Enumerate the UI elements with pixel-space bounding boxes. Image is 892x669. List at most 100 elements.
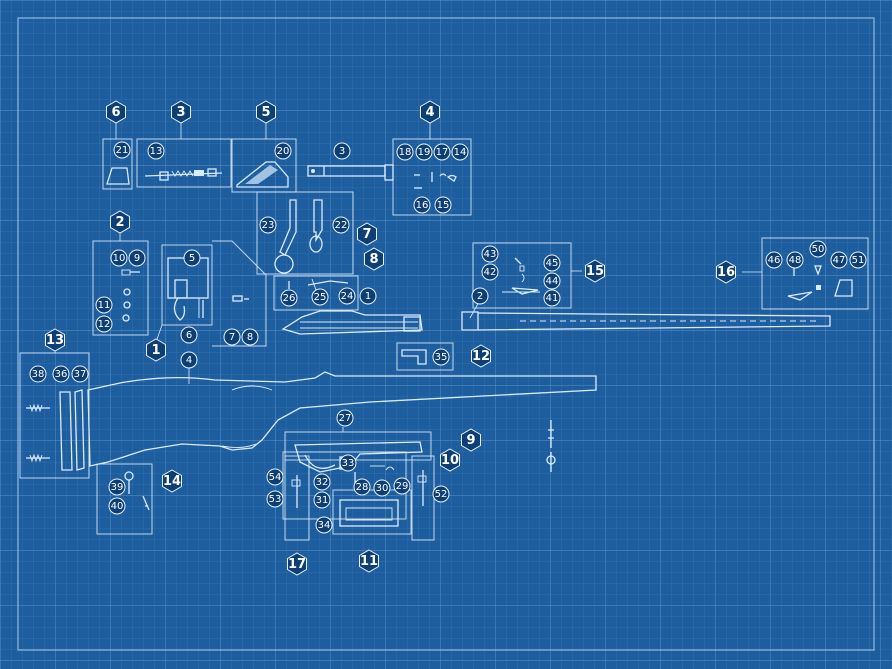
part-badge-circle <box>543 254 561 272</box>
rear-sight-parts <box>502 257 540 295</box>
part-badge-circle <box>333 142 351 160</box>
frame-group-1 <box>161 244 213 326</box>
part-badge-34: 34 <box>315 516 333 534</box>
group-badge-12: 12 <box>471 344 491 368</box>
part-badge-circle <box>266 468 284 486</box>
group-badge-label: 3 <box>176 105 185 120</box>
part-badge-circle <box>413 196 431 214</box>
part-badge-5: 5 <box>183 249 201 267</box>
part-badge-16: 16 <box>413 196 431 214</box>
part-badge-label: 35 <box>435 352 448 363</box>
group-badge-label: 14 <box>163 474 181 489</box>
part-badge-label: 53 <box>269 494 282 505</box>
part-badge-label: 51 <box>852 255 865 266</box>
group-badge-hexagon <box>359 549 379 573</box>
part-badge-circle <box>432 485 450 503</box>
group-badge-16: 16 <box>716 260 736 284</box>
part-badge-label: 11 <box>98 300 111 311</box>
group-badge-hexagon <box>420 100 440 124</box>
part-badge-10: 10 <box>110 249 128 267</box>
part-badge-14: 14 <box>451 143 469 161</box>
part-badge-circle <box>180 326 198 344</box>
part-badge-20: 20 <box>274 142 292 160</box>
part-badge-label: 36 <box>55 369 68 380</box>
part-badge-19: 19 <box>415 143 433 161</box>
part-badge-31: 31 <box>313 491 331 509</box>
part-badge-6: 6 <box>180 326 198 344</box>
group-badge-7: 7 <box>357 222 377 246</box>
part-badge-52: 52 <box>432 485 450 503</box>
part-badge-label: 44 <box>546 276 559 287</box>
part-badge-label: 21 <box>116 145 129 156</box>
part-badge-circle <box>849 251 867 269</box>
group-badge-10: 10 <box>440 448 460 472</box>
part-badge-circle <box>259 216 277 234</box>
part-badge-label: 12 <box>98 319 111 330</box>
bolt-part <box>307 164 394 181</box>
part-badge-circle <box>332 216 350 234</box>
group-badge-4: 4 <box>420 100 440 124</box>
part-badge-label: 14 <box>454 147 467 158</box>
part-badge-15: 15 <box>434 196 452 214</box>
stock-part <box>87 371 597 467</box>
part-badge-circle <box>110 249 128 267</box>
drawing-border <box>17 17 875 651</box>
part-badge-21: 21 <box>113 141 131 159</box>
frame-group-9 <box>284 431 432 461</box>
part-badge-8: 8 <box>241 328 259 346</box>
group-badge-label: 16 <box>717 265 735 280</box>
frame-group-15 <box>472 242 572 309</box>
group-badge-label: 15 <box>586 264 604 279</box>
part-badge-circle <box>108 497 126 515</box>
part-badge-circle <box>415 143 433 161</box>
part-badge-label: 25 <box>314 292 327 303</box>
part-badge-label: 43 <box>484 249 497 260</box>
part-badge-label: 4 <box>186 355 192 366</box>
frame-group-17 <box>284 455 310 541</box>
part-badge-11: 11 <box>95 296 113 314</box>
group-badge-hexagon <box>162 469 182 493</box>
frame-group-14 <box>96 463 153 535</box>
part-badge-label: 5 <box>189 253 195 264</box>
part-badge-27: 27 <box>336 409 354 427</box>
part-badge-47: 47 <box>830 251 848 269</box>
part-badge-23: 23 <box>259 216 277 234</box>
part-badge-label: 30 <box>376 483 389 494</box>
part-badge-53: 53 <box>266 490 284 508</box>
part-badge-circle <box>433 143 451 161</box>
group-badge-13: 13 <box>45 328 65 352</box>
group-badge-label: 7 <box>362 227 371 242</box>
part-badge-24: 24 <box>338 287 356 305</box>
part-badge-39: 39 <box>108 478 126 496</box>
part-badge-35: 35 <box>432 348 450 366</box>
part-badge-circle <box>373 479 391 497</box>
group-badge-5: 5 <box>256 100 276 124</box>
part-badge-circle <box>543 272 561 290</box>
group-badge-label: 12 <box>472 349 490 364</box>
group-badge-label: 17 <box>288 557 306 572</box>
frame-group-8 <box>273 275 359 311</box>
part-badge-3: 3 <box>333 142 351 160</box>
group-badge-hexagon <box>287 552 307 576</box>
part-badge-label: 7 <box>229 332 235 343</box>
part-badge-32: 32 <box>313 473 331 491</box>
part-badge-label: 10 <box>113 253 126 264</box>
group-badge-15: 15 <box>585 259 605 283</box>
safety-parts <box>288 278 349 291</box>
part-badge-circle <box>113 141 131 159</box>
part-badge-circle <box>393 477 411 495</box>
barrel-part <box>461 311 831 331</box>
group-frames <box>19 138 869 541</box>
part-badge-29: 29 <box>393 477 411 495</box>
group-badge-2: 2 <box>110 210 130 234</box>
part-badge-label: 47 <box>833 255 846 266</box>
group-badge-label: 6 <box>111 105 120 120</box>
group-badge-label: 8 <box>369 252 378 267</box>
part-badge-circle <box>471 287 489 305</box>
group-badge-label: 1 <box>151 343 160 358</box>
part-badge-circle <box>786 251 804 269</box>
part-badge-label: 1 <box>365 291 371 302</box>
part-badge-circle <box>241 328 259 346</box>
part-badge-28: 28 <box>353 478 371 496</box>
pin-parts <box>232 295 249 302</box>
